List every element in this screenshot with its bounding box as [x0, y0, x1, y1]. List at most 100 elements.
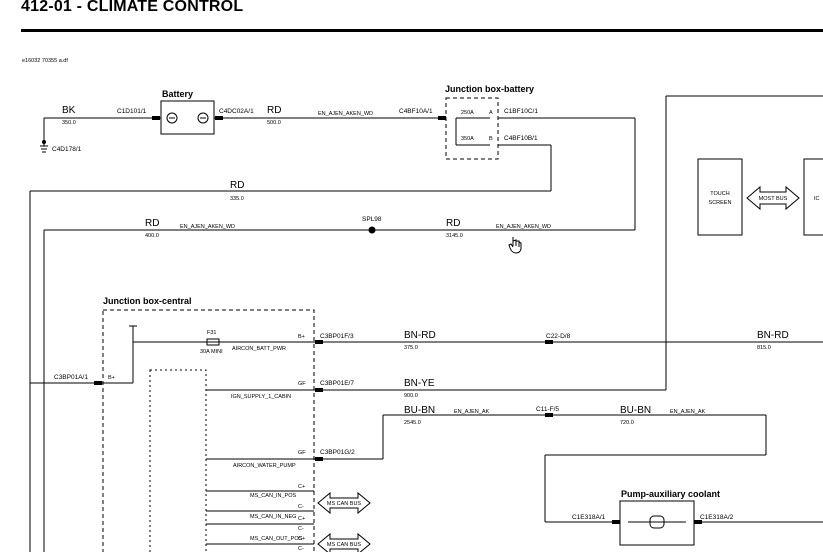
- connector-c1e318a2-pin: [694, 520, 702, 524]
- splice-spl98-label: SPL98: [362, 216, 382, 223]
- wire-bnye-label: BN-YE: [404, 378, 435, 389]
- wire-rd3-label: RD: [145, 218, 159, 229]
- connector-c3bp01g: C3BP01G/2: [320, 449, 355, 456]
- connector-c11f-pin: [545, 413, 553, 417]
- wire-en1-label: EN_AJEN_AKEN_WD: [318, 111, 373, 117]
- wire-en2-label: EN_AJEN_AKEN_WD: [180, 224, 235, 230]
- touchscreen-label-line2: SCREEN: [709, 200, 732, 206]
- pump-auxiliary-coolant[interactable]: [619, 500, 695, 546]
- pin-cminus-2: C-: [298, 526, 304, 532]
- wire-rd1-size: 500.0: [267, 120, 281, 126]
- connector-c3bp01g-pin: [315, 457, 323, 461]
- junction-box-battery-label: Junction box-battery: [445, 84, 534, 94]
- wire-rd4-label: RD: [446, 218, 460, 229]
- connector-c1e318a1-pin: [612, 520, 620, 524]
- wire-rd3-size: 400.0: [145, 233, 159, 239]
- fuse-350a-label: 350A: [461, 136, 474, 142]
- touchscreen-label-line1: TOUCH: [710, 191, 729, 197]
- signal-ms-can-out-pos: MS_CAN_OUT_POS: [250, 536, 303, 542]
- fuse-250a-label: 250A: [461, 110, 474, 116]
- connector-c4bf10a: C4BF10A/1: [399, 108, 433, 115]
- connector-c1d101: C1D101/1: [117, 108, 147, 115]
- wire-en5-label: EN_AJEN_AK: [670, 409, 705, 415]
- ms-can-bus-label-2: MS CAN BUS: [327, 542, 362, 548]
- wire-bnrd2-size: 815.0: [757, 345, 771, 351]
- most-bus-label: MOST BUS: [759, 196, 788, 202]
- touchscreen-module[interactable]: [697, 158, 743, 236]
- wire-bnrd1-label: BN-RD: [404, 330, 436, 341]
- battery-box[interactable]: [160, 100, 215, 135]
- wire-en4-label: EN_AJEN_AK: [454, 409, 489, 415]
- wire-bubn2-label: BU-BN: [620, 405, 651, 416]
- pin-cplus-3: C+: [298, 536, 305, 542]
- connector-c3bp01a: C3BP01A/1: [54, 374, 88, 381]
- ms-can-bus-arrow-2: [317, 532, 371, 552]
- junction-box-battery[interactable]: [445, 97, 499, 160]
- connector-c11f: C11-F/5: [536, 406, 559, 413]
- connector-c1bf10c: C1BF10C/1: [504, 108, 538, 115]
- connector-c22d-pin: [545, 340, 553, 344]
- connector-c1e318a2: C1E318A/2: [700, 514, 734, 521]
- most-bus-arrow: [746, 185, 800, 211]
- ms-can-bus-label-1: MS CAN BUS: [327, 501, 362, 507]
- connector-c3bp01a-pin: [94, 381, 102, 385]
- wire-rd4-size: 3145.0: [446, 233, 463, 239]
- hand-cursor-icon: [508, 237, 522, 254]
- wire-bnrd1-size: 375.0: [404, 345, 418, 351]
- jb-central-inner-area: [149, 369, 207, 552]
- ic-module-label: IC: [814, 196, 820, 202]
- wire-bubn1-size: 2545.0: [404, 420, 421, 426]
- pin-gf-2: GF: [298, 450, 306, 456]
- wire-rd1-label: RD: [267, 105, 281, 116]
- pin-cminus-3: C-: [298, 546, 304, 552]
- fuse-f31-label: F31: [207, 330, 216, 336]
- splice-spl98[interactable]: [368, 226, 376, 234]
- connector-c4d178: C4D178/1: [52, 146, 82, 153]
- connector-c3bp01f-pin: [315, 340, 323, 344]
- pin-cplus-1: C+: [298, 484, 305, 490]
- connector-c1e318a1: C1E318A/1: [572, 514, 606, 521]
- ms-can-bus-arrow-1: [317, 491, 371, 515]
- connector-c3bp01f: C3BP01F/3: [320, 333, 354, 340]
- pin-cminus-1: C-: [298, 504, 304, 510]
- pin-cplus-2: C+: [298, 516, 305, 522]
- connector-c1d101-pin: [152, 116, 160, 120]
- wire-bubn2-size: 720.0: [620, 420, 634, 426]
- wire-bnrd2-label: BN-RD: [757, 330, 789, 341]
- pump-label: Pump-auxiliary coolant: [621, 489, 720, 499]
- motor-icon: [628, 515, 686, 529]
- fuse-pin-b: B: [489, 136, 493, 142]
- page-title: 412-01 - CLIMATE CONTROL: [21, 0, 244, 15]
- wire-bk-size: 350.0: [62, 120, 76, 126]
- pin-bplus-1: B+: [298, 334, 305, 340]
- wire-bnye-size: 900.0: [404, 393, 418, 399]
- connector-c4bf10b: C4BF10B/1: [504, 135, 538, 142]
- connector-c4dc02-pin: [215, 116, 223, 120]
- connector-c3bp01e: C3BP01E/7: [320, 380, 354, 387]
- wire-bubn1-label: BU-BN: [404, 405, 435, 416]
- title-rule: [21, 29, 823, 32]
- connector-c3bp01e-pin: [315, 388, 323, 392]
- connector-c22d: C22-D/8: [546, 333, 571, 340]
- signal-aircon-batt-pwr: AIRCON_BATT_PWR: [232, 346, 286, 352]
- pin-bplus-2: B+: [108, 375, 115, 381]
- wire-bk-label: BK: [62, 105, 76, 116]
- wire-rd2-size: 335.0: [230, 196, 244, 202]
- junction-box-central-label: Junction box-central: [103, 296, 192, 306]
- pin-gf-1: GF: [298, 381, 306, 387]
- battery-terminal-negative: [197, 112, 209, 124]
- battery-terminal-positive: [166, 112, 178, 124]
- connector-c4bf10a-pin: [438, 116, 446, 120]
- document-ref: e16032 70355 a.df: [22, 58, 68, 64]
- signal-ign-supply: IGN_SUPPLY_1_CABIN: [231, 394, 291, 400]
- signal-aircon-water-pump: AIRCON_WATER_PUMP: [233, 463, 296, 469]
- ic-module-partial[interactable]: [803, 158, 823, 236]
- junction-box-central[interactable]: [102, 309, 315, 552]
- fuse-pin-a: A: [489, 110, 493, 116]
- signal-ms-can-in-neg: MS_CAN_IN_NEG: [250, 514, 296, 520]
- connector-c4dc02: C4DC02A/1: [219, 108, 254, 115]
- wire-rd2-label: RD: [230, 180, 244, 191]
- fuse-f31[interactable]: [206, 338, 220, 346]
- ground-icon: [40, 140, 48, 153]
